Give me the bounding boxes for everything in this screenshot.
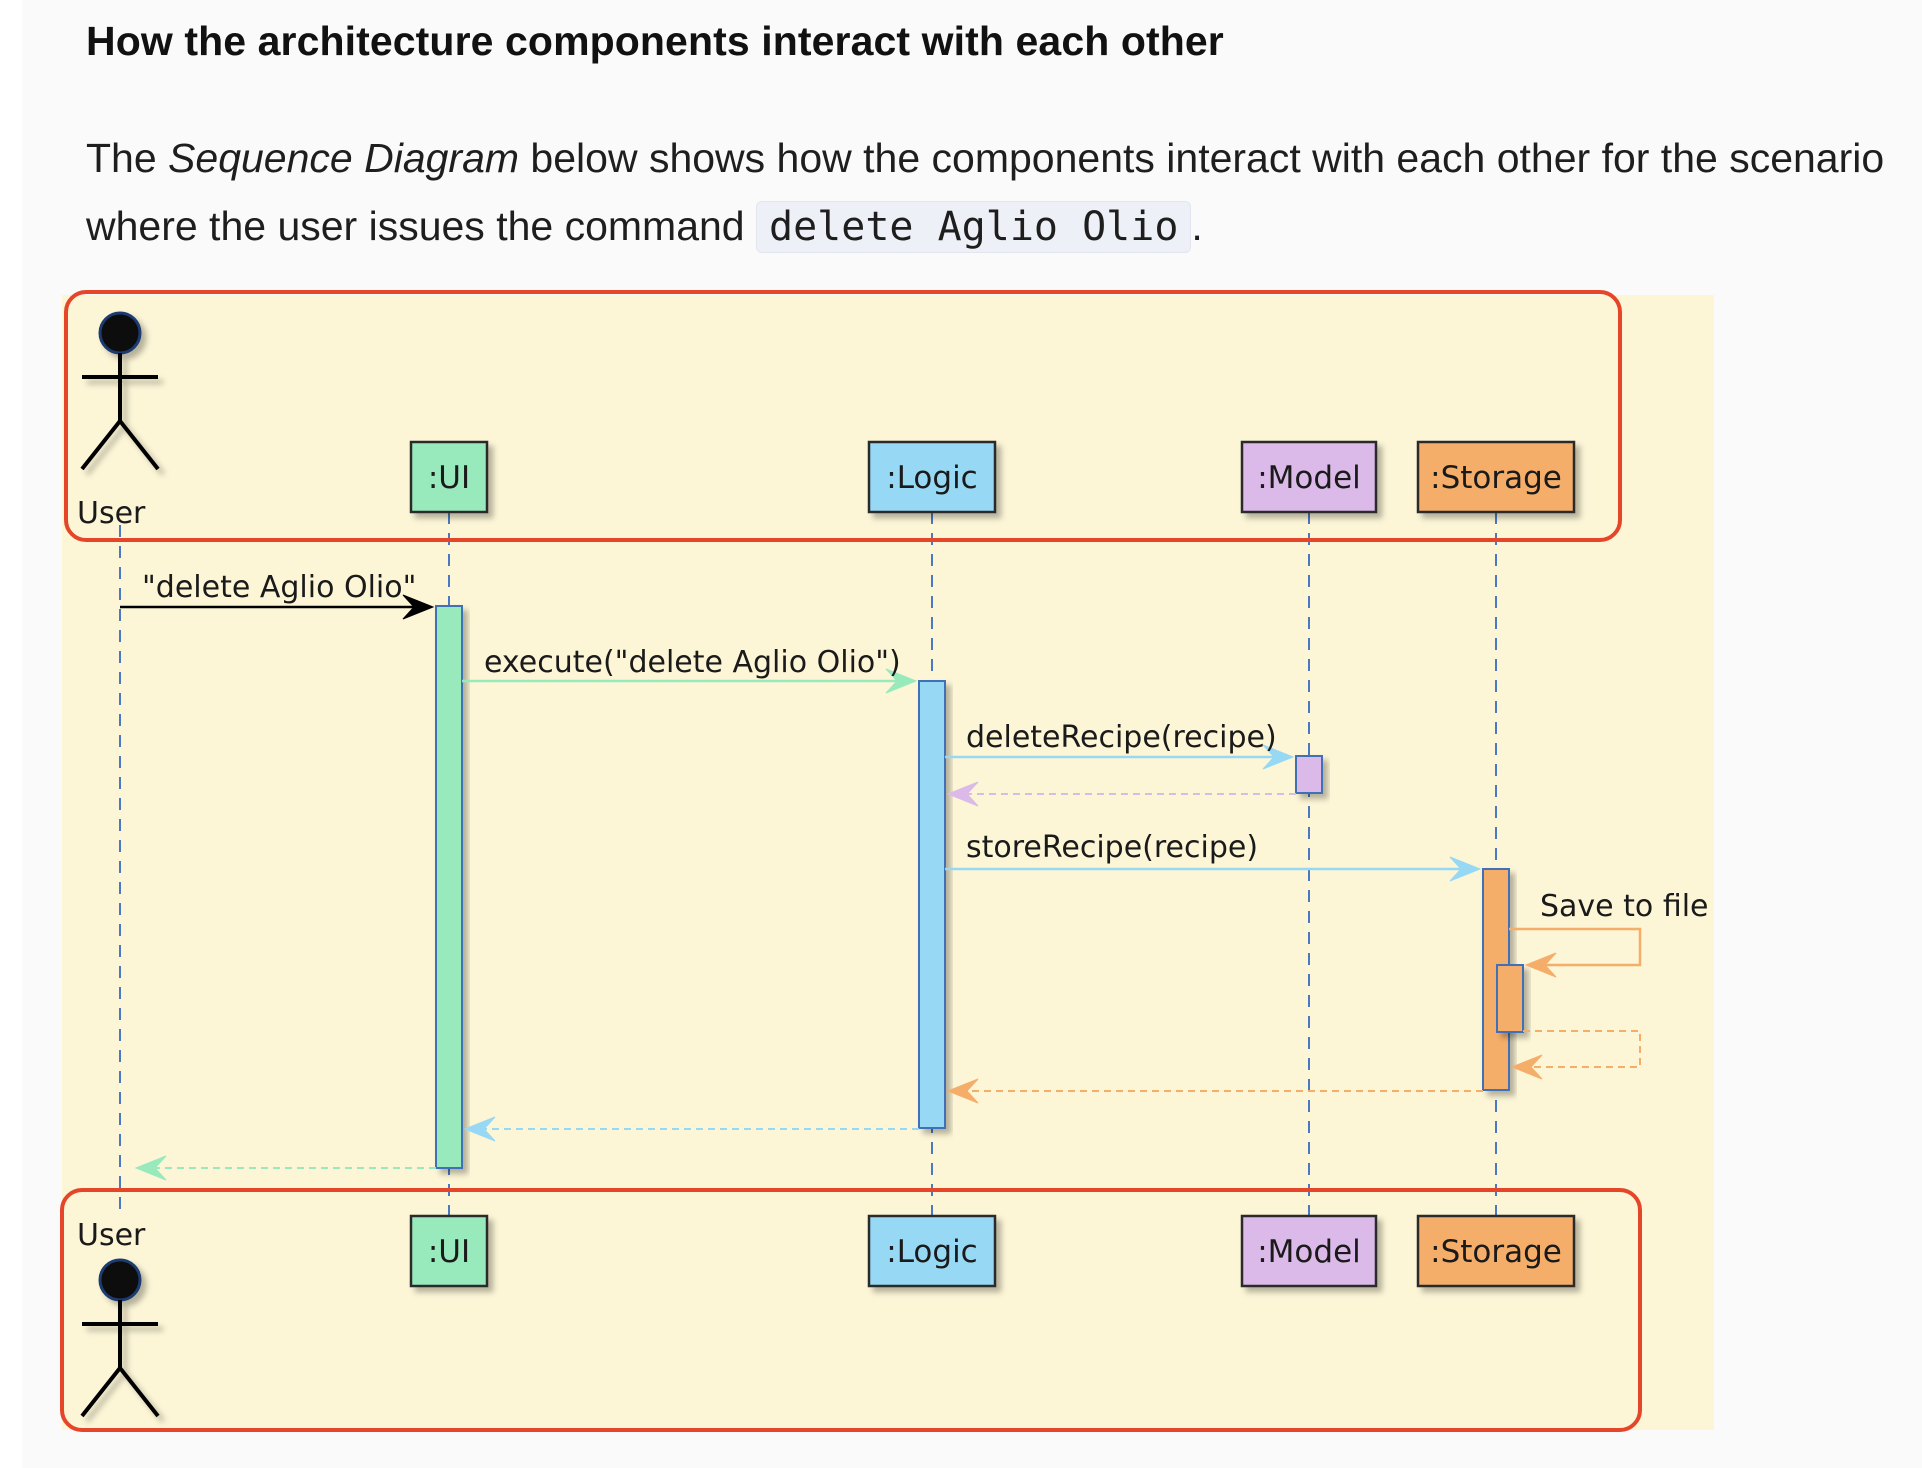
actor-left-leg [80,1366,122,1418]
message-arrow-3 [946,781,979,807]
message-arrow-0 [402,594,435,620]
highlight-frame-bottom [60,1188,1642,1432]
participant-label-storage-bottom: :Storage [1430,1234,1562,1270]
intro-text-start: The [86,135,169,181]
message-label-2: deleteRecipe(recipe) [966,720,1277,755]
participant-label-model-bottom: :Model [1257,1234,1361,1270]
message-arrow-4 [1449,856,1482,882]
intro-paragraph: The Sequence Diagram below shows how the… [86,124,1906,261]
user-label-bottom: User [77,1218,146,1253]
participant-box-logic-bottom [867,1214,997,1288]
activation-storage-nested [1496,964,1524,1033]
actor-right-leg [118,419,160,471]
activation-model [1295,755,1323,794]
message-arrow-6 [1510,1054,1543,1080]
participant-label-logic-top: :Logic [886,460,977,496]
section-heading: How the architecture components interact… [86,18,1224,64]
highlight-frame-top [64,290,1622,542]
user-actor-icon-top [80,311,160,471]
actor-head [98,311,142,355]
message-label-4: storeRecipe(recipe) [966,830,1258,865]
participant-box-storage-top [1416,440,1576,514]
message-label-0: "delete Aglio Olio" [142,570,416,605]
intro-emphasis: Sequence Diagram [168,135,520,181]
participant-box-model-top [1240,440,1378,514]
message-label-5: Save to file [1540,889,1709,924]
message-arrow-5 [1524,952,1557,978]
message-arrow-7 [946,1078,979,1104]
activation-logic [918,680,946,1129]
participants: :UI :UI :Logic :Logic :Model :Model :Storage :S… [77,311,1576,1418]
user-actor-icon-bottom [80,1258,160,1418]
participant-label-ui-top: :UI [428,460,470,496]
message-arrow-2 [1262,744,1295,770]
message-arrow-1 [885,668,918,694]
message-arrow-9 [134,1155,167,1181]
message-label-1: execute("delete Aglio Olio") [484,645,901,680]
lifelines [119,512,1497,1216]
participant-box-storage-bottom [1416,1214,1576,1288]
actor-left-leg [80,419,122,471]
intro-text-end: . [1191,203,1203,249]
participant-label-ui-bottom: :UI [428,1234,470,1270]
message-line-5 [1509,927,1642,967]
participant-label-storage-top: :Storage [1430,460,1562,496]
participant-box-model-bottom [1240,1214,1378,1288]
command-code: delete Aglio Olio [756,201,1192,253]
participant-box-ui-bottom [409,1214,489,1288]
message-arrow-8 [463,1116,496,1142]
activation-bars [435,605,1524,1169]
message-line-6 [1518,1030,1641,1068]
actor-right-leg [118,1366,160,1418]
user-label-top: User [77,496,146,531]
participant-label-logic-bottom: :Logic [886,1234,977,1270]
participant-box-ui-top [409,440,489,514]
participant-label-model-top: :Model [1257,460,1361,496]
participant-box-logic-top [867,440,997,514]
intro-text-middle: below shows how the components interact … [86,135,1885,249]
actor-head [98,1258,142,1302]
activation-ui [435,605,463,1169]
messages: "delete Aglio Olio" execute("delete Aglio… [120,570,1709,1181]
